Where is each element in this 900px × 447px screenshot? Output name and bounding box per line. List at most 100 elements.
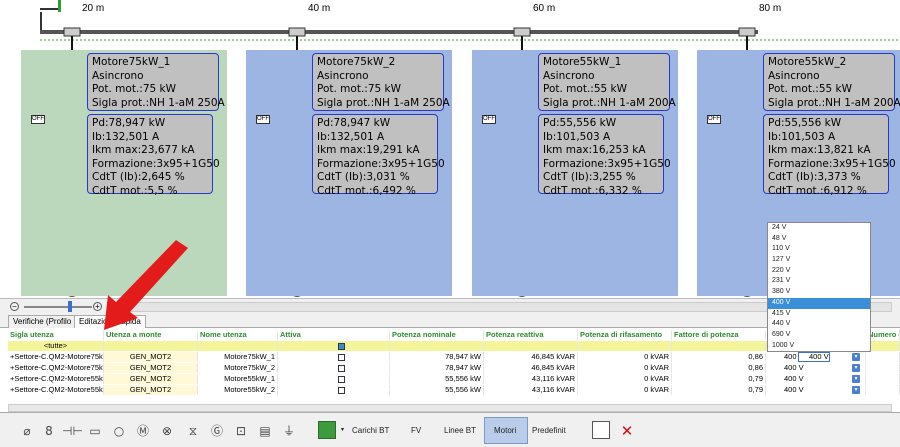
load-icon[interactable]: ○ bbox=[113, 424, 125, 438]
grid-header-cell[interactable]: Potenza reattiva bbox=[484, 330, 578, 340]
grid-cell[interactable] bbox=[866, 363, 900, 373]
generator-icon[interactable]: Ⓖ bbox=[210, 424, 223, 438]
grid-cell[interactable]: GEN_MOT2 bbox=[104, 352, 198, 362]
voltage-option[interactable]: 690 V bbox=[772, 330, 791, 338]
grid-cell[interactable]: Motore55kW_1 bbox=[198, 374, 278, 384]
grid-cell[interactable]: 43,116 kVAR bbox=[484, 374, 578, 384]
grid-cell[interactable] bbox=[278, 363, 390, 373]
grid-cell[interactable] bbox=[278, 352, 390, 362]
ups-icon[interactable]: ▤ bbox=[259, 424, 271, 438]
grid-cell[interactable]: Motore75kW_1 bbox=[198, 352, 278, 362]
panel-toggle-icon[interactable] bbox=[107, 302, 117, 311]
off-toggle[interactable]: OFF bbox=[31, 115, 45, 124]
grid-cell[interactable]: Motore55kW_2 bbox=[198, 385, 278, 395]
table-config-icon[interactable] bbox=[592, 421, 610, 439]
off-toggle[interactable]: OFF bbox=[256, 115, 270, 124]
grid-header-cell[interactable]: Attiva bbox=[278, 330, 390, 340]
grid-cell[interactable] bbox=[278, 374, 390, 384]
grid-cell[interactable]: 78,947 kW bbox=[390, 363, 484, 373]
grid-cell[interactable]: <tutte> bbox=[8, 341, 104, 351]
attiva-checkbox[interactable] bbox=[338, 353, 345, 361]
voltage-option[interactable]: 110 V bbox=[772, 245, 790, 253]
grid-cell[interactable]: 400 V bbox=[766, 374, 866, 384]
excel-icon[interactable] bbox=[318, 421, 336, 439]
attiva-checkbox[interactable] bbox=[338, 375, 345, 383]
grid-header-cell[interactable]: Fattore di potenza bbox=[672, 330, 766, 340]
excel-dropdown-icon[interactable]: ▾ bbox=[341, 427, 345, 433]
grid-cell[interactable]: +Settore-C.QM2-Motore55kW bbox=[10, 374, 104, 384]
voltage-editor[interactable]: 400 V bbox=[798, 352, 830, 362]
motor-icon[interactable]: Ⓜ bbox=[136, 424, 149, 438]
grid-cell[interactable]: GEN_MOT2 bbox=[104, 363, 198, 373]
grid-cell[interactable]: +Settore-C.QM2-Motore75kW bbox=[10, 352, 104, 362]
grid-cell[interactable]: 0 kVAR bbox=[578, 374, 672, 384]
grid-cell[interactable]: 0,79 bbox=[672, 374, 766, 384]
fuse-icon[interactable]: ▭ bbox=[89, 424, 101, 438]
attiva-checkbox[interactable] bbox=[338, 364, 345, 372]
voltage-option[interactable]: 48 V bbox=[772, 234, 787, 242]
grid-header-cell[interactable]: Potenza di rifasamento bbox=[578, 330, 672, 340]
grid-cell[interactable] bbox=[278, 341, 390, 351]
voltage-option[interactable]: 1000 V bbox=[772, 341, 795, 349]
grid-cell[interactable] bbox=[104, 341, 198, 351]
grid-cell[interactable] bbox=[484, 341, 578, 351]
earth-icon[interactable]: ⏚ bbox=[282, 424, 295, 438]
grid-cell[interactable] bbox=[198, 341, 278, 351]
voltage-dropdown-icon[interactable]: ▾ bbox=[852, 386, 860, 394]
transformer-icon[interactable]: 8 bbox=[45, 424, 53, 438]
grid-cell[interactable]: 78,947 kW bbox=[390, 352, 484, 362]
voltage-dropdown-icon[interactable]: ▾ bbox=[852, 364, 860, 372]
filter-motori[interactable]: Motori bbox=[494, 426, 517, 435]
capacitor-icon[interactable]: ⊣⊢ bbox=[62, 424, 83, 438]
zoom-slider-track[interactable] bbox=[24, 306, 92, 308]
off-toggle[interactable]: OFF bbox=[707, 115, 721, 124]
socket-icon[interactable]: ⊡ bbox=[235, 424, 247, 438]
grid-cell[interactable]: Motore75kW_2 bbox=[198, 363, 278, 373]
tab-editazione-rapida[interactable]: Editazione rapida bbox=[74, 315, 146, 328]
voltage-option[interactable]: 220 V bbox=[772, 266, 791, 274]
grid-cell[interactable]: 400 V bbox=[766, 363, 866, 373]
grid-cell[interactable]: 0 kVAR bbox=[578, 352, 672, 362]
grid-cell[interactable]: 55,556 kW bbox=[390, 374, 484, 384]
voltage-option[interactable]: 380 V bbox=[772, 288, 791, 296]
grid-header-cell[interactable]: Nome utenza bbox=[198, 330, 278, 340]
grid-header-cell[interactable]: Numero g bbox=[866, 330, 900, 340]
zoom-in-icon[interactable]: + bbox=[93, 302, 102, 311]
zoom-slider-thumb[interactable] bbox=[68, 301, 72, 312]
grid-header-cell[interactable]: Sigla utenza bbox=[8, 330, 104, 340]
grid-header-cell[interactable]: Utenza a monte bbox=[104, 330, 198, 340]
grid-cell[interactable]: 0,86 bbox=[672, 352, 766, 362]
grid-header-cell[interactable]: Potenza nominale bbox=[390, 330, 484, 340]
grid-cell[interactable]: 43,116 kVAR bbox=[484, 385, 578, 395]
grid-cell[interactable]: 0,79 bbox=[672, 385, 766, 395]
grid-cell[interactable] bbox=[866, 341, 900, 351]
lamp-icon[interactable]: ⊗ bbox=[161, 424, 173, 438]
grid-cell[interactable]: 400 V bbox=[766, 352, 866, 362]
filter-fv[interactable]: FV bbox=[411, 426, 422, 435]
grid-cell[interactable]: 400 V bbox=[766, 385, 866, 395]
grid-cell[interactable] bbox=[866, 385, 900, 395]
grid-cell[interactable]: 0 kVAR bbox=[578, 363, 672, 373]
grid-cell[interactable] bbox=[672, 341, 766, 351]
filter-linee-bt[interactable]: Linee BT bbox=[444, 426, 477, 435]
grid-cell[interactable]: 55,556 kW bbox=[390, 385, 484, 395]
voltage-option[interactable]: 440 V bbox=[772, 320, 791, 328]
grid-cell[interactable]: +Settore-C.QM2-Motore75kW bbox=[10, 363, 104, 373]
voltage-option[interactable]: 231 V bbox=[772, 277, 791, 285]
delete-icon[interactable]: ✕ bbox=[620, 422, 634, 440]
filter-checkbox[interactable] bbox=[338, 342, 345, 350]
voltage-option[interactable]: 400 V bbox=[768, 297, 870, 309]
